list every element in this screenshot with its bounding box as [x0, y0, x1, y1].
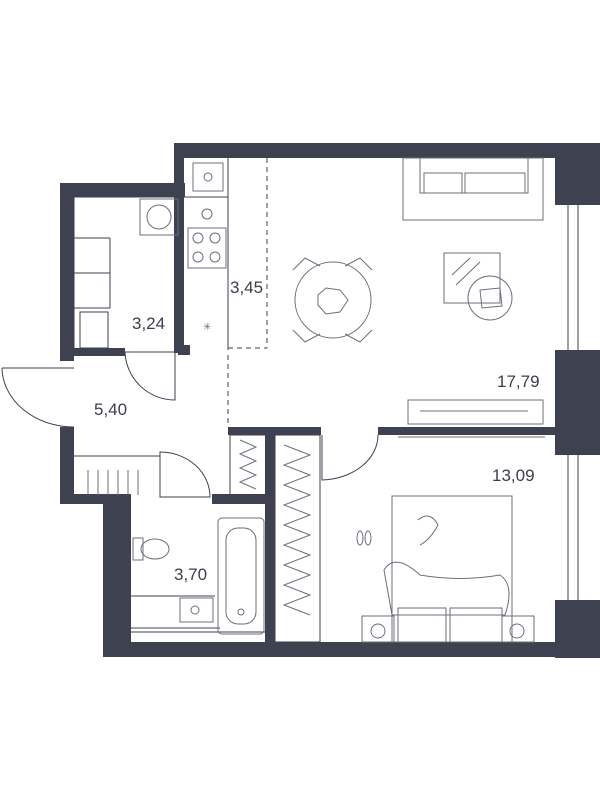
washbasin: [179, 597, 214, 623]
cat-icon: [417, 515, 439, 546]
wall-kitchen-left: [174, 143, 184, 353]
wall-bath-top: [212, 494, 272, 504]
wall-bedroom-top: [378, 427, 558, 435]
bathtub: [217, 517, 265, 635]
flower-decor-icon: [317, 287, 349, 315]
bedroom-door: [321, 434, 379, 481]
wardrobe-hall: [238, 439, 258, 490]
wall-hall-bottom: [60, 494, 130, 504]
wall-right-mid: [555, 350, 600, 455]
bedroom-furniture: [356, 436, 545, 643]
slippers-icon: [356, 530, 364, 546]
bed: [391, 495, 513, 643]
wall-storage-top: [60, 183, 185, 197]
wall-bottom: [103, 642, 563, 657]
living-area-label: 17,79: [497, 372, 540, 391]
living-furniture: [292, 157, 544, 425]
sink: [192, 162, 224, 192]
area-labels: 3,24 3,45 5,40 17,79 13,09 3,70: [94, 278, 540, 584]
wall-storage-bottom-right: [178, 345, 190, 355]
nightstand-left: [361, 615, 395, 643]
nightstand-right: [501, 615, 535, 643]
chair-tr: [344, 257, 373, 271]
wall-right-top: [555, 143, 600, 205]
toilet-tank: [132, 537, 144, 561]
chair-tl: [292, 257, 321, 271]
bathroom-fixtures: [132, 517, 265, 635]
wall-bath-right: [265, 430, 275, 657]
chair-bl: [292, 329, 321, 343]
bed-pillows: [383, 561, 510, 616]
entry-door-swing: [1, 367, 75, 428]
dashed-lines: [227, 158, 268, 427]
hood-icon: [201, 208, 213, 220]
toilet: [140, 538, 170, 560]
hallway-area-label: 5,40: [94, 400, 127, 419]
svg-text:✳: ✳: [203, 322, 211, 333]
stove: [187, 227, 227, 269]
outer-walls: [60, 143, 600, 658]
round-table: [467, 275, 513, 321]
bath-door: [159, 451, 211, 498]
coffee-table: [443, 252, 501, 304]
wardrobes: [87, 434, 321, 643]
wardrobe-bedroom: [282, 444, 312, 616]
kitchen-fixtures: ✳: [187, 162, 227, 333]
storage-door: [124, 351, 176, 401]
wardrobe-entry: [87, 470, 139, 495]
thin-lines: [73, 158, 579, 633]
bathroom-area-label: 3,70: [174, 565, 207, 584]
wall-hall-left: [60, 427, 74, 502]
dining-table: [294, 261, 372, 339]
washing-machine: [139, 198, 179, 236]
wall-bath-left: [103, 494, 131, 657]
tv-stand: [407, 399, 544, 425]
chair-br: [344, 329, 373, 343]
doors: [1, 351, 379, 498]
wall-storage-left: [60, 183, 74, 361]
wall-corridor-top: [228, 427, 321, 435]
bedroom-area-label: 13,09: [492, 466, 535, 485]
kitchen-area-label: 3,45: [230, 278, 263, 297]
storage-area-label: 3,24: [132, 314, 165, 333]
wall-top: [174, 143, 562, 158]
